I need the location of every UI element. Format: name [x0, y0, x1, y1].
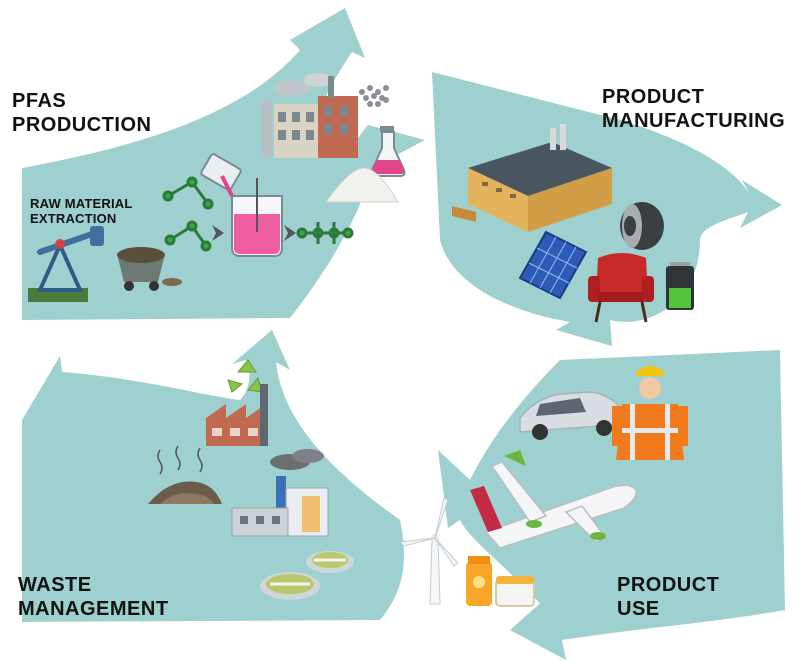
powder-pile-icon [325, 167, 399, 203]
wire-spool-icon [620, 202, 664, 250]
factory-icon [262, 73, 358, 158]
treatment-plant-icon [231, 449, 329, 537]
manufacturing-plant-icon [452, 124, 612, 232]
product-manufacturing-label: PRODUCT MANUFACTURING [602, 86, 785, 133]
solar-panel-icon [518, 230, 588, 300]
product-manufacturing-line1: PRODUCT [602, 86, 705, 108]
oil-pump-icon [28, 226, 104, 302]
armchair-icon [588, 253, 654, 323]
product-manufacturing-line2: MANUFACTURING [602, 109, 786, 132]
airplane-icon [470, 450, 637, 549]
nanoparticles-icon [359, 85, 389, 107]
raw-material-extraction-label: RAW MATERIAL EXTRACTION [30, 196, 133, 227]
battery-icon [666, 262, 694, 310]
product-use-label: PRODUCT USE [617, 574, 719, 621]
product-use-line1: PRODUCT [617, 574, 720, 596]
waste-management-arrow [22, 330, 404, 622]
waste-management-line1: WASTE [18, 574, 92, 596]
wind-turbine-icon [398, 497, 459, 605]
recycle-icon [227, 359, 263, 393]
product-use-line2: USE [617, 597, 660, 620]
beaker-icon [200, 153, 283, 257]
settling-tank-icon [260, 551, 354, 600]
mine-cart-icon [117, 247, 182, 291]
pfas-production-line2: PRODUCTION [12, 113, 152, 136]
waste-management-line2: MANAGEMENT [18, 597, 169, 620]
chevron-icon [212, 225, 296, 241]
molecule-icon [162, 176, 214, 252]
pfas-production-label: PFAS PRODUCTION [12, 90, 151, 137]
pfas-production-line1: PFAS [12, 90, 67, 112]
raw-material-line1: RAW MATERIAL [30, 196, 133, 211]
landfill-icon [148, 445, 222, 504]
raw-material-line2: EXTRACTION [30, 211, 117, 227]
car-icon [519, 391, 627, 440]
worker-icon [612, 366, 688, 460]
sunscreen-icon [466, 556, 535, 607]
molecule-chain-icon [296, 222, 354, 244]
waste-management-label: WASTE MANAGEMENT [18, 574, 169, 621]
recycling-factory-icon [206, 384, 268, 446]
